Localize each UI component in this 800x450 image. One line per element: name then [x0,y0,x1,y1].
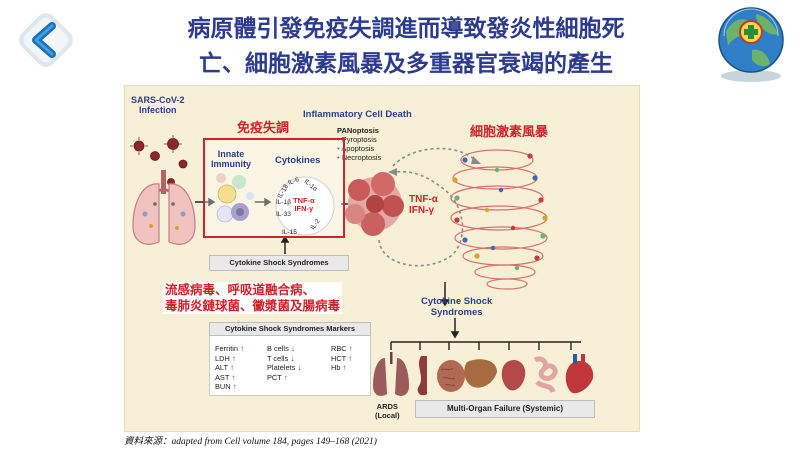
causes-text: 流感病毒、呼吸道融合病、 毒肺炎鏈球菌、黴漿菌及腸病毒 [163,282,343,314]
marker-row: Hb ↑ [331,363,353,373]
cytokine-storm-cloud-icon [345,172,404,236]
marker-row: LDH ↑ [215,354,244,364]
marker-name: BUN [215,382,231,391]
immune-dysregulation-label: 免疫失調 [237,121,290,136]
mof-label: Multi-Organ Failure (Systemic) [446,404,564,413]
marker-row: Platelets ↓ [267,363,301,373]
immune-dysregulation-box [203,138,345,238]
title-line-1: 病原體引發免疫失調進而導致發炎性細胞死 [187,16,625,42]
spiral-storm-icon [450,149,548,290]
arrow-up-icon: ↑ [231,353,236,363]
marker-row: PCT ↑ [267,373,301,383]
marker-row: RBC ↑ [331,344,353,354]
marker-name: Platelets [267,363,296,372]
arrow-down-icon: ↓ [290,344,295,353]
markers-title-box: Cytokine Shock Syndromes Markers [209,322,371,336]
marker-name: LDH [215,353,230,363]
css-right-line-1: Cytokine Shock [421,296,493,307]
marker-row: HCT ↑ [331,354,353,364]
figure-panel: SARS-CoV-2 Infection Inflammatory Cell D… [124,85,640,432]
innate-line-1: Innate [217,149,245,159]
css-right-label: Cytokine Shock Syndromes [421,296,492,318]
marker-name: HCT [331,353,347,363]
spiral-particles [452,153,548,271]
marker-row: Ferritin ↑ [215,344,244,354]
marker-row: T cells ↓ [267,354,301,364]
cytokine-storm-label: 細胞激素風暴 [470,125,549,140]
ards-line-1: ARDS [376,402,398,411]
multi-organ-failure-box: Multi-Organ Failure (Systemic) [415,400,595,418]
marker-name: PCT [267,372,282,382]
panoptosis-item: • Pyroptosis [337,135,377,144]
marker-name: B cells [267,344,289,353]
tnf-main-line-2: IFN-γ [409,205,434,216]
chevron-left-icon[interactable] [14,10,82,72]
arrow-up-icon: ↑ [231,372,236,382]
panoptosis-list: PANoptosis • Pyroptosis • Apoptosis • Ne… [337,126,381,162]
cytokines-label: Cytokines [275,155,321,166]
cytokine-il-15: IL-15 [282,229,297,236]
globe-logo-icon [718,7,784,82]
infection-line-2: Infection [139,104,177,115]
organ-icon [373,352,594,396]
immune-cell-icon [216,173,254,223]
markers-col-3: RBC ↑ HCT ↑ Hb ↑ [331,344,353,373]
arrow-up-icon: ↑ [232,382,237,391]
source-caption: 資料來源：adapted from Cell volume 184, pages… [124,437,377,447]
tnf-main-line-1: TNF-α [409,194,438,205]
page-title: 病原體引發免疫失調進而導致發炎性細胞死 亡、細胞激素風暴及多重器官衰竭的產生 [108,12,704,82]
ards-label: ARDS (Local) [375,402,400,420]
cytokine-tnf-center: TNF-α IFN-γ [293,197,315,213]
cytokine-il-33: IL-33 [276,211,291,218]
title-line-2: 亡、細胞激素風暴及多重器官衰竭的產生 [199,51,613,77]
markers-col-1: Ferritin ↑ LDH ↑ ALT ↑ AST ↑ BUN ↑ [215,344,244,392]
arrow-up-icon: ↑ [229,363,234,372]
marker-name: Hb [331,363,341,372]
tnf-main-label: TNF-α IFN-γ [409,194,438,216]
lungs-icon [132,170,196,245]
css-right-line-2: Syndromes [430,307,483,318]
causes-line-1: 流感病毒、呼吸道融合病、 [165,282,316,297]
marker-name: T cells [267,353,289,363]
panoptosis-item: • Apoptosis [337,144,375,153]
css-box-label: Cytokine Shock Syndromes [229,258,329,267]
marker-name: ALT [215,363,228,372]
arrow-up-icon: ↑ [348,353,353,363]
panoptosis-item: • Necroptosis [337,153,382,162]
cytokine-shock-syndromes-box: Cytokine Shock Syndromes [209,255,349,271]
arrow-up-icon: ↑ [348,344,353,353]
tnf-center-line-2: IFN-γ [294,204,314,213]
marker-name: AST [215,372,230,382]
markers-col-2: B cells ↓ T cells ↓ Platelets ↓ PCT ↑ [267,344,301,382]
figure-illustration [130,135,594,396]
infection-label: SARS-CoV-2 Infection [131,95,185,116]
infection-line-1: SARS-CoV-2 [131,95,185,105]
marker-row: BUN ↑ [215,382,244,392]
arrow-down-icon: ↓ [297,363,302,372]
tnf-center-line-1: TNF-α [293,196,315,205]
marker-row: AST ↑ [215,373,244,383]
markers-title: Cytokine Shock Syndromes Markers [224,324,356,333]
ards-line-2: (Local) [375,411,400,420]
innate-immunity-label: Innate Immunity [211,149,252,170]
cytokine-il-1b: IL-1β [276,199,291,206]
arrow-up-icon: ↑ [240,344,245,353]
causes-line-2: 毒肺炎鏈球菌、黴漿菌及腸病毒 [165,298,341,313]
virus-icon [133,138,188,186]
marker-name: RBC [331,344,347,353]
arrow-down-icon: ↓ [290,353,295,363]
inflammatory-cell-death-label: Inflammatory Cell Death [303,109,412,120]
panoptosis-heading: PANoptosis [337,126,379,135]
marker-row: B cells ↓ [267,344,301,354]
marker-name: Ferritin [215,344,238,353]
innate-line-2: Immunity [211,158,252,169]
marker-row: ALT ↑ [215,363,244,373]
arrow-up-icon: ↑ [342,363,347,372]
arrow-up-icon: ↑ [283,372,288,382]
